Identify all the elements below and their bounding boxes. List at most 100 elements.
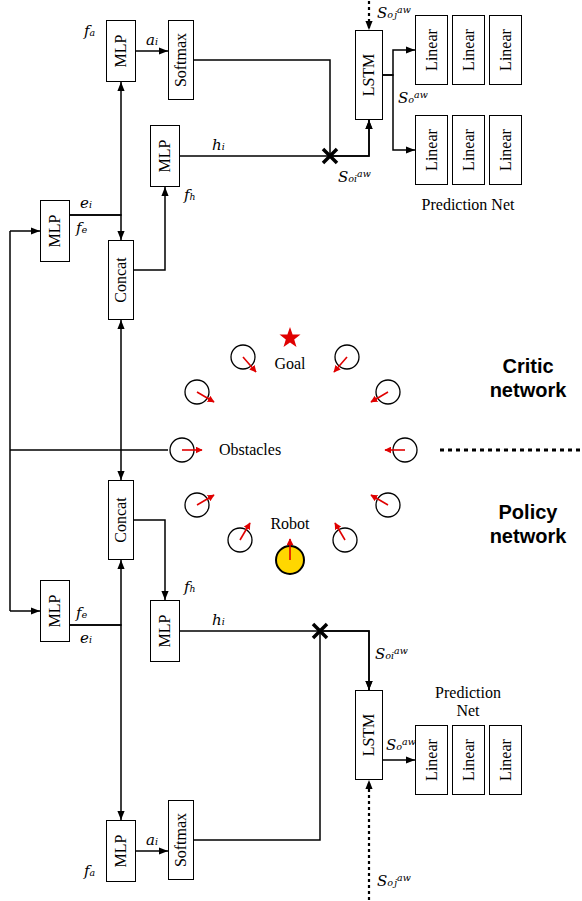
math-symbol: Sₒᵢᵃʷ <box>375 645 408 663</box>
block-label: MLP <box>112 35 130 68</box>
signal-arrow <box>383 50 415 75</box>
network-block: MLP <box>40 580 70 642</box>
math-symbol: Sₒⱼᵃʷ <box>377 872 411 890</box>
block-label: Concat <box>112 257 130 302</box>
block-label: MLP <box>46 595 64 628</box>
block-label: Concat <box>112 497 130 542</box>
block-label: LSTM <box>360 54 378 97</box>
goal-star <box>280 327 301 347</box>
math-symbol: Sₒᵃʷ <box>386 736 416 754</box>
block-label: MLP <box>112 835 130 868</box>
signal-label: hᵢ <box>212 136 225 154</box>
block-label: MLP <box>156 615 174 648</box>
network-block: Linear <box>452 115 485 185</box>
math-symbol: eᵢ <box>80 194 92 212</box>
block-label: Linear <box>497 739 515 781</box>
velocity-arrow <box>335 523 345 540</box>
math-symbol: fₕ <box>184 186 196 204</box>
math-symbol: Sₒᵃʷ <box>398 89 428 107</box>
multiply-symbol <box>323 149 337 163</box>
network-block: MLP <box>106 20 136 82</box>
dashed-input-arrow <box>368 780 370 900</box>
network-block: Linear <box>489 15 522 85</box>
network-block: LSTM <box>355 30 383 120</box>
math-symbol: fₕ <box>184 578 196 596</box>
math-symbol: Sₒⱼᵃʷ <box>377 4 411 22</box>
block-label: LSTM <box>360 714 378 757</box>
math-symbol: fₑ <box>76 219 87 237</box>
velocity-arrow <box>334 357 347 372</box>
velocity-arrow <box>197 495 214 505</box>
velocity-arrow <box>197 392 214 402</box>
network-block: Concat <box>108 480 134 560</box>
velocity-arrow <box>182 449 202 451</box>
obstacle-wire <box>10 449 168 451</box>
signal-arrow <box>180 631 369 690</box>
block-label: Linear <box>460 129 478 171</box>
input-wire <box>10 230 40 232</box>
signal-arrow <box>134 187 165 270</box>
velocity-arrows <box>182 357 405 560</box>
signal-arrow <box>180 120 369 156</box>
velocity-arrow <box>371 495 388 505</box>
section-divider <box>440 449 582 452</box>
caption-label: Prediction Net <box>428 684 508 720</box>
velocity-arrow <box>371 392 388 402</box>
signal-arrow <box>70 625 121 820</box>
block-label: Softmax <box>172 813 190 867</box>
network-block: Linear <box>452 15 485 85</box>
dashed-input-arrow <box>368 1 370 30</box>
signal-arrow <box>70 560 121 625</box>
block-label: Linear <box>460 29 478 71</box>
caption-label: Robot <box>270 515 309 533</box>
signal-arrow <box>70 215 121 240</box>
signal-arrow <box>194 60 369 156</box>
network-block: Linear <box>489 725 522 795</box>
input-wire <box>10 610 40 612</box>
signal-arrow <box>383 75 415 150</box>
signal-label: hᵢ <box>212 611 225 629</box>
signal-arrow <box>194 631 369 840</box>
network-block: Softmax <box>168 20 194 100</box>
block-label: Linear <box>497 29 515 71</box>
network-block: Softmax <box>168 800 194 880</box>
network-block: MLP <box>40 200 70 262</box>
math-symbol: fₐ <box>84 862 95 880</box>
math-symbol: Sₒᵢᵃʷ <box>338 168 371 186</box>
signal-arrow <box>70 82 121 215</box>
block-label: Linear <box>460 739 478 781</box>
caption-label: Prediction Net <box>422 196 515 214</box>
network-block: Linear <box>489 115 522 185</box>
signal-label: aᵢ <box>146 831 158 849</box>
velocity-arrow <box>240 523 250 540</box>
block-label: Linear <box>423 739 441 781</box>
network-block: Linear <box>452 725 485 795</box>
caption-label: Goal <box>274 355 305 373</box>
velocity-arrow <box>385 449 405 451</box>
block-label: Linear <box>497 129 515 171</box>
signal-arrow <box>120 320 122 480</box>
network-block: Linear <box>415 725 448 795</box>
block-label: Linear <box>423 129 441 171</box>
network-block: Linear <box>415 115 448 185</box>
math-symbol: fₐ <box>84 22 95 40</box>
signal-label: aᵢ <box>146 31 158 49</box>
block-label: Softmax <box>172 33 190 87</box>
connector-group <box>70 50 415 851</box>
block-label: MLP <box>156 140 174 173</box>
section-title: Policy network <box>478 500 578 548</box>
block-label: MLP <box>46 215 64 248</box>
input-wire <box>9 231 11 611</box>
velocity-arrow <box>289 539 291 560</box>
velocity-arrow <box>243 357 256 372</box>
network-block: MLP <box>150 125 180 187</box>
block-label: Linear <box>423 29 441 71</box>
network-block: MLP <box>106 820 136 882</box>
network-block: MLP <box>150 600 180 662</box>
math-symbol: fₑ <box>76 604 87 622</box>
signal-arrow <box>136 50 168 52</box>
network-block: LSTM <box>355 690 383 780</box>
network-block: Linear <box>415 15 448 85</box>
